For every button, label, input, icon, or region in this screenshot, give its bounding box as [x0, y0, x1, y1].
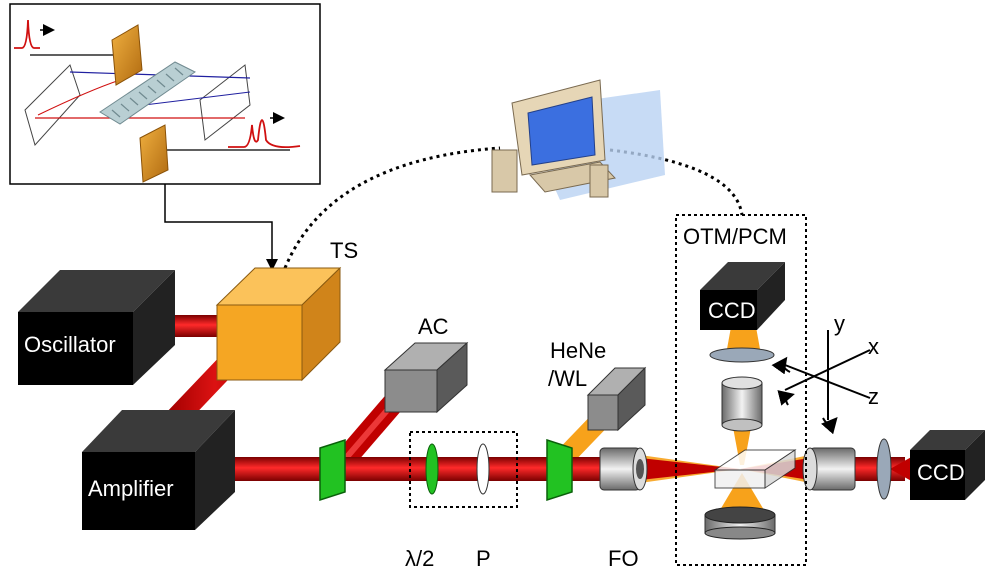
otm-pcm-label: OTM/PCM — [683, 224, 787, 249]
focusing-objective — [599, 447, 648, 491]
polarizer-label: P — [476, 546, 491, 571]
oscillator-label: Oscillator — [24, 332, 116, 357]
output-pulse-icon — [228, 119, 301, 149]
grating-top — [111, 24, 143, 86]
imaging-objective — [721, 376, 763, 432]
waveplate-polarizer-box — [409, 431, 518, 508]
mirror-2 — [546, 438, 573, 502]
mirror-1 — [319, 438, 346, 502]
ccd-top-label: CCD — [708, 298, 756, 323]
grating-bottom — [139, 124, 169, 183]
amplifier-label: Amplifier — [88, 476, 174, 501]
ac-box — [383, 341, 469, 414]
amplifier-box — [82, 410, 235, 530]
half-wave-label: λ/2 — [405, 546, 435, 571]
hene-label-line2: /WL — [548, 366, 588, 391]
ac-label: AC — [418, 314, 449, 339]
polarizer — [476, 443, 490, 495]
axis-z-label: z — [868, 384, 879, 409]
axes-icon — [771, 330, 871, 435]
axis-y-label: y — [834, 311, 845, 336]
slm-mask — [99, 61, 196, 125]
pulse-shaper-inset — [9, 3, 321, 185]
ts-label: TS — [330, 238, 359, 263]
lens-right — [876, 438, 892, 500]
input-pulse-icon — [14, 19, 40, 49]
half-wave-plate — [425, 443, 439, 495]
axis-x-label: x — [868, 334, 879, 359]
computer-icon — [491, 79, 665, 200]
ccd-right-label: CCD — [917, 460, 965, 485]
ts-box — [215, 266, 342, 382]
hene-box — [586, 366, 647, 432]
bottom-objective — [704, 506, 776, 540]
hene-label-line1: HeNe — [550, 338, 607, 363]
fo-label: FO — [608, 546, 639, 571]
ccd-right-box — [910, 430, 985, 500]
lens-top — [709, 347, 775, 363]
oscillator-box — [18, 270, 175, 385]
collection-objective — [802, 447, 856, 491]
ccd-top-box — [700, 262, 785, 330]
